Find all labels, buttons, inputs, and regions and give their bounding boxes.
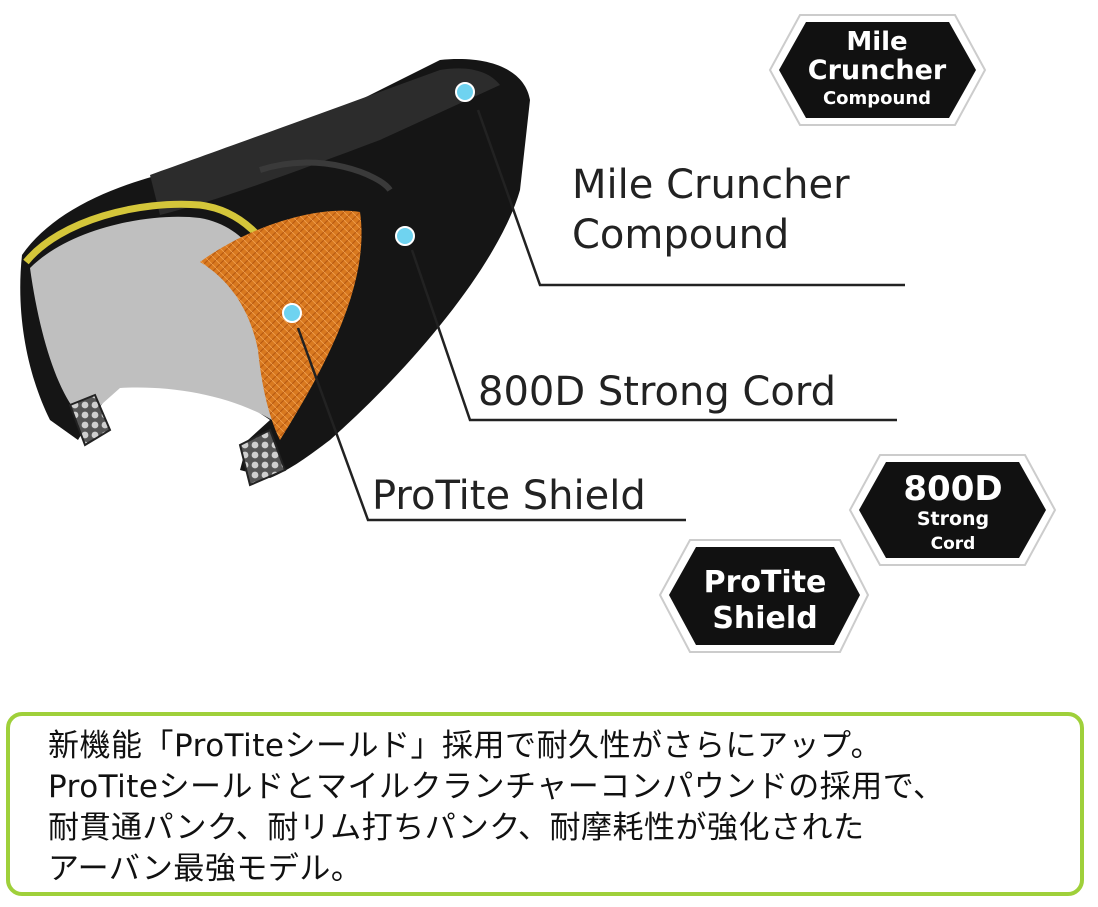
bead-bundle-left bbox=[68, 393, 112, 447]
label-cord: 800D Strong Cord bbox=[478, 369, 836, 415]
badge-800d-strong-cord: 800D Strong Cord bbox=[848, 454, 1057, 566]
badge-cord-line2: Strong bbox=[917, 508, 989, 530]
caption-line-2: ProTiteシールドとマイルクランチャーコンパウンドの採用で、 bbox=[48, 769, 945, 805]
badge-cord-line3: Cord bbox=[931, 534, 976, 554]
leader-compound bbox=[476, 109, 905, 287]
protite-shield-layer bbox=[200, 210, 362, 440]
tread-highlight bbox=[150, 68, 500, 215]
caption-line-1: 新機能「ProTiteシールド」採用で耐久性がさらにアップ。 bbox=[48, 728, 883, 764]
caption-box: 新機能「ProTiteシールド」採用で耐久性がさらにアップ。 ProTiteシー… bbox=[6, 712, 1084, 896]
badge-mile-cruncher: Mile Cruncher Compound bbox=[768, 14, 987, 126]
leader-cord bbox=[410, 249, 897, 422]
caption-line-4: アーバン最強モデル。 bbox=[48, 851, 363, 887]
leader-shield bbox=[296, 327, 686, 522]
marker-cord bbox=[395, 226, 415, 246]
label-compound-line1: Mile Cruncher bbox=[572, 162, 850, 208]
badge-mile-line1: Mile bbox=[846, 27, 907, 57]
tire-cross-section-diagram: Mile Cruncher Compound 800D Strong Cord … bbox=[20, 14, 1057, 653]
badge-mile-line2: Cruncher bbox=[808, 55, 947, 86]
tread-groove bbox=[259, 159, 393, 192]
marker-shield bbox=[282, 303, 302, 323]
badge-mile-line3: Compound bbox=[823, 88, 931, 109]
tire-illustration bbox=[20, 59, 530, 487]
label-compound-line2: Compound bbox=[572, 212, 789, 258]
badge-protite-line2: Shield bbox=[712, 601, 817, 636]
marker-compound bbox=[455, 82, 475, 102]
caption-line-3: 耐貫通パンク、耐リム打ちパンク、耐摩耗性が強化された bbox=[48, 810, 865, 846]
badge-protite-shield: ProTite Shield bbox=[658, 539, 870, 653]
badge-protite-line1: ProTite bbox=[704, 565, 827, 600]
label-shield: ProTite Shield bbox=[372, 473, 646, 519]
bead-bundle-right bbox=[238, 428, 287, 487]
badge-cord-line1: 800D bbox=[903, 469, 1002, 509]
